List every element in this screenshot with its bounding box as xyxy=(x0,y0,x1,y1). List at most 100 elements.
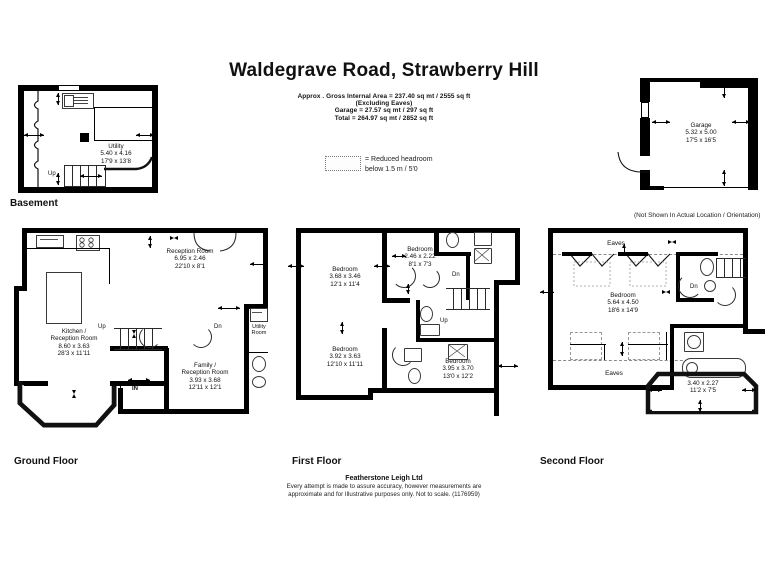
room-metric: 3.68 x 3.46 xyxy=(329,273,361,281)
room-metric: 8.60 x 3.63 xyxy=(58,342,90,350)
ground-staircase xyxy=(114,328,162,350)
first-room-label-bedroom-4: Bedroom 3.95 x 3.70 13'0 x 12'2 xyxy=(422,358,494,380)
room-name-line1: Utility xyxy=(252,324,266,330)
room-imperial: 17'9 x 13'8 xyxy=(100,157,132,165)
ground-floor-plan: Kitchen / Reception Room 8.60 x 3.63 28'… xyxy=(14,228,272,436)
room-metric: 5.32 x 5.00 xyxy=(685,129,717,137)
area-line-excluding: (Excluding Eaves) xyxy=(355,100,413,108)
ground-bay-window xyxy=(17,381,117,428)
legend-text: = Reduced headroom below 1.5 m / 5'0 xyxy=(365,155,433,174)
footer-disclaimer-line-1: Every attempt is made to assure accuracy… xyxy=(286,483,482,490)
garage-plan: Garage 5.32 x 5.00 17'5 x 16'5 xyxy=(617,78,758,190)
second-wc xyxy=(700,258,714,276)
second-dormer-1 xyxy=(569,253,615,287)
ground-utility-unit xyxy=(250,308,268,322)
first-bath-unit-1 xyxy=(474,232,492,246)
first-door-swing-1 xyxy=(392,264,416,288)
basement-partition-h xyxy=(94,107,152,109)
first-floor-label: First Floor xyxy=(292,456,342,467)
room-metric: 5.64 x 4.50 xyxy=(607,299,639,307)
ground-door-swing-2 xyxy=(190,326,212,348)
room-metric: 2.46 x 2.22 xyxy=(404,253,436,261)
legend-line-2: below 1.5 m / 5'0 xyxy=(365,165,418,173)
legend: = Reduced headroom below 1.5 m / 5'0 xyxy=(325,156,455,178)
room-name: Utility xyxy=(108,143,124,150)
ground-floor-label: Ground Floor xyxy=(14,456,78,467)
area-line-total: Total = 264.97 sq mt / 2852 sq ft xyxy=(334,114,434,122)
garage-apron xyxy=(617,151,650,173)
ground-top-doors xyxy=(193,232,237,252)
basement-plan: Utility 5.40 x 4.16 17'9 x 13'8 Up xyxy=(18,85,158,193)
second-eaves-bottom: Eaves xyxy=(605,370,623,377)
footer: Featherstone Leigh Ltd Every attempt is … xyxy=(0,474,768,499)
page-title: Waldegrave Road, Strawberry Hill xyxy=(229,60,539,81)
area-line-garage: Garage = 27.57 sq mt / 297 sq ft xyxy=(334,107,434,115)
ground-marker-dn: Dn xyxy=(214,324,222,330)
first-room-label-bedroom-1: Bedroom 3.68 x 3.46 12'1 x 11'4 xyxy=(308,266,382,288)
legend-swatch-reduced-headroom xyxy=(325,156,361,171)
basement-column xyxy=(80,133,89,142)
basement-opening xyxy=(58,85,80,91)
first-room-label-bedroom-3: Bedroom 3.92 x 3.63 12'10 x 11'11 xyxy=(308,346,382,368)
room-metric: 6.95 x 2.46 xyxy=(174,255,206,263)
ground-basin xyxy=(252,376,266,388)
ground-door-swing-1 xyxy=(139,326,161,348)
first-wc-2 xyxy=(420,306,433,322)
basement-slope-wall xyxy=(104,156,154,171)
area-summary: Approx . Gross Internal Area = 237.40 sq… xyxy=(0,93,768,122)
second-dormer-2 xyxy=(625,253,671,287)
ground-room-label-family: Family / Reception Room 3.93 x 3.68 12'1… xyxy=(164,362,246,392)
room-metric: 3.93 x 3.68 xyxy=(189,376,221,384)
basement-partition-v xyxy=(94,107,96,141)
second-room-label-small: 3.40 x 2.27 11'2 x 7'5 xyxy=(658,380,748,395)
room-name-line1: Kitchen / xyxy=(61,328,87,335)
room-name: Garage xyxy=(690,122,712,129)
second-door-swing-1 xyxy=(678,274,702,298)
room-name-line1: Family / xyxy=(193,362,217,369)
second-small-room-outline xyxy=(645,371,759,415)
ground-room-label-utility: Utility Room xyxy=(242,324,276,337)
room-name: Bedroom xyxy=(332,346,358,353)
ground-marker-up: Up xyxy=(98,324,106,330)
second-basin xyxy=(704,280,716,292)
room-imperial: 8'1 x 7'3 xyxy=(408,260,432,268)
room-imperial: 11'2 x 7'5 xyxy=(689,387,717,395)
room-imperial: 12'10 x 11'11 xyxy=(326,360,364,368)
basement-floor-label: Basement xyxy=(10,198,58,209)
legend-line-1: = Reduced headroom xyxy=(365,156,433,163)
footer-disclaimer-line-2: approximate and for Illustrative purpose… xyxy=(288,491,480,498)
first-basin-2 xyxy=(420,324,440,336)
room-name-line2: Room xyxy=(251,330,267,337)
first-wc-3 xyxy=(408,368,421,384)
garage-window xyxy=(641,102,649,118)
room-imperial: 28'3 x 11'11 xyxy=(57,350,91,358)
first-wc-1 xyxy=(446,232,459,248)
first-door-swing-2 xyxy=(392,344,414,366)
first-door-swing-3 xyxy=(420,268,440,288)
room-name-line2: Reception Room xyxy=(181,369,229,377)
second-room-label-bedroom: Bedroom 5.64 x 4.50 18'6 x 14'9 xyxy=(578,292,668,314)
room-imperial: 18'6 x 14'9 xyxy=(607,306,639,314)
ground-marker-in: IN xyxy=(132,386,138,392)
room-imperial: 17'5 x 16'5 xyxy=(685,136,717,144)
room-name: Bedroom xyxy=(610,292,636,299)
room-name: Reception Room xyxy=(166,248,214,255)
first-room-label-bedroom-2: Bedroom 2.46 x 2.22 8'1 x 7'3 xyxy=(386,246,454,268)
first-floor-plan: Bedroom 3.68 x 3.46 12'1 x 11'4 Bedroom … xyxy=(288,228,526,416)
first-marker-dn: Dn xyxy=(452,272,460,278)
ground-sink xyxy=(36,235,64,248)
ground-room-label-reception: Reception Room 6.95 x 2.46 22'10 x 8'1 xyxy=(142,248,238,270)
footer-company: Featherstone Leigh Ltd xyxy=(345,475,423,482)
hob-burners-icon xyxy=(79,237,94,248)
second-staircase xyxy=(716,258,746,278)
room-imperial: 22'10 x 8'1 xyxy=(174,262,206,270)
ground-room-label-kitchen: Kitchen / Reception Room 8.60 x 3.63 28'… xyxy=(26,328,122,358)
area-line-gross: Approx . Gross Internal Area = 237.40 sq… xyxy=(297,93,471,100)
garage-location-note: (Not Shown In Actual Location / Orientat… xyxy=(634,212,761,219)
second-floor-plan: Eaves Eaves Bedroom 5.64 x 4.50 18'6 x 1… xyxy=(540,228,765,415)
shower-cross-icon xyxy=(474,248,490,262)
room-name-line2: Reception Room xyxy=(50,335,98,343)
basement-bay-wall xyxy=(33,91,39,187)
room-metric: 3.92 x 3.63 xyxy=(329,353,361,361)
